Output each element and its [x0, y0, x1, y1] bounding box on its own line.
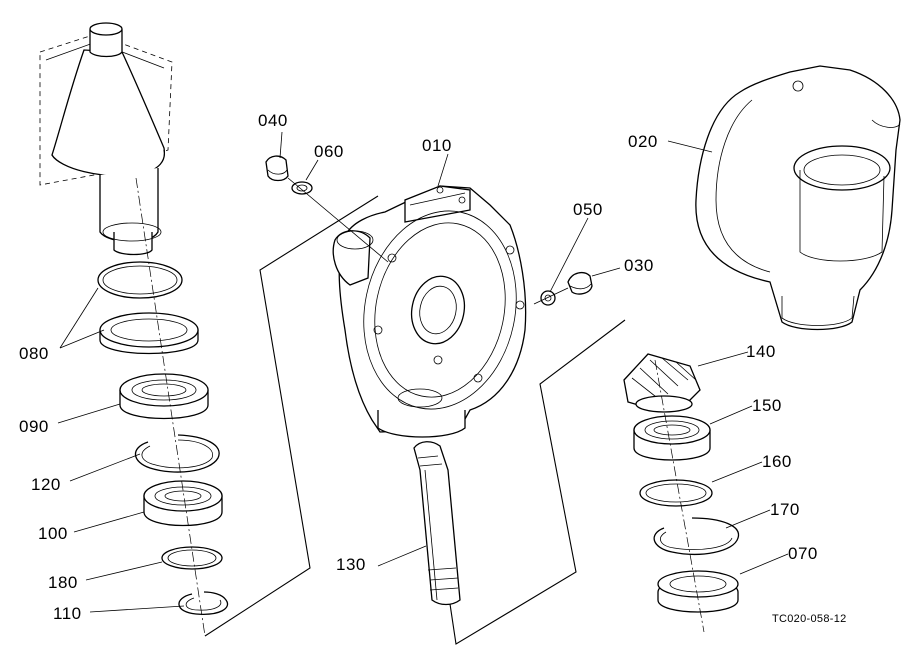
label-part-050: 050 — [573, 200, 603, 219]
part-130-shaft — [413, 441, 461, 606]
part-090-bearing — [119, 373, 209, 420]
label-part-010: 010 — [422, 136, 452, 155]
label-part-080: 080 — [19, 344, 49, 363]
left-centerline — [135, 177, 206, 637]
part-180-shim — [161, 546, 223, 570]
label-part-090: 090 — [19, 417, 49, 436]
part-060-washer — [291, 181, 313, 195]
left-group-connector — [204, 195, 379, 637]
part-170-snap-ring — [653, 517, 740, 555]
label-part-070: 070 — [788, 544, 818, 563]
left-cover-housing — [39, 22, 173, 256]
part-080-upper-seal — [97, 261, 183, 299]
label-part-020: 020 — [628, 132, 658, 151]
label-part-100: 100 — [38, 524, 68, 543]
right-centerline — [654, 359, 705, 633]
label-part-140: 140 — [746, 342, 776, 361]
part-160-shim — [639, 479, 713, 507]
label-part-040: 040 — [258, 111, 288, 130]
right-group-connector — [449, 319, 626, 645]
label-part-060: 060 — [314, 142, 344, 161]
part-040-bolt — [265, 155, 289, 182]
part-070-seal — [657, 570, 739, 613]
part-050-washer — [540, 290, 556, 306]
bolt-030-guide-line — [533, 287, 569, 305]
part-150-bearing — [633, 415, 711, 461]
part-100-bearing — [143, 480, 223, 527]
gear-case-020 — [695, 65, 901, 331]
gear-case-housing — [332, 185, 527, 438]
part-110-snap-ring — [178, 591, 229, 615]
label-part-170: 170 — [770, 500, 800, 519]
label-part-150: 150 — [752, 396, 782, 415]
label-part-180: 180 — [48, 573, 78, 592]
figure-code: TC020-058-12 — [772, 613, 847, 625]
part-080-lower-seal — [99, 312, 199, 355]
bolt-040-guide-line — [287, 177, 389, 263]
leader-lines — [57, 131, 789, 613]
label-part-030: 030 — [624, 256, 654, 275]
label-part-120: 120 — [31, 475, 61, 494]
part-030-bolt — [567, 271, 593, 295]
label-part-130: 130 — [336, 555, 366, 574]
label-part-110: 110 — [53, 604, 82, 623]
part-140-bevel-gear — [623, 353, 701, 413]
label-part-160: 160 — [762, 452, 792, 471]
